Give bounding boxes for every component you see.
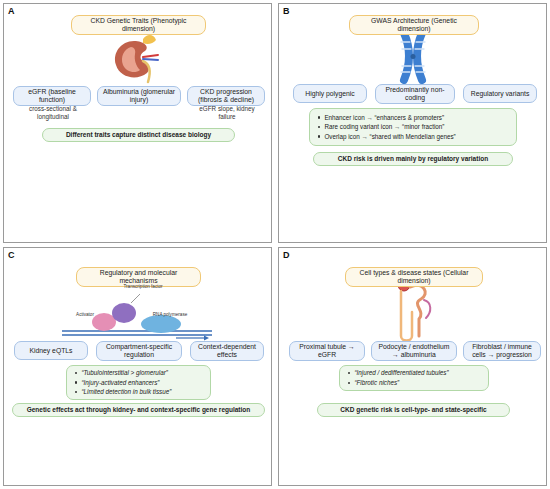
note-label: Transcription factor [118,284,168,290]
box-text: Proximal tubule → eGFR [294,343,360,359]
box-text: Context-dependent effects [195,343,259,359]
bullet-text: “Fibrotic niches” [354,379,399,387]
chromosome-illustration [401,33,425,80]
box-text: Compartment-specific regulation [101,343,177,359]
panel-letter: B [283,6,290,16]
bullet-box: Enhancer icon → “enhancers & promoters”R… [309,108,517,146]
trait-box: CKD progression (fibrosis & decline) [187,86,265,106]
transcription-illustration [62,294,212,341]
nephron-illustration [398,279,430,341]
box-text: Highly polygenic [305,90,355,98]
box-text: CKD genetic risk is cell-type- and state… [340,406,486,413]
box-text: eGFR (baseline function) [18,88,86,104]
box-text: GWAS Architecture (Genetic dimension) [354,17,474,33]
trait-box: Context-dependent effects [190,341,264,361]
bullet-dot [75,381,77,383]
summary-box: Different traits capture distinct diseas… [42,128,235,142]
panel-frame: D Cell types & disease states (Cellular d… [278,247,547,486]
box-text: Regulatory variants [471,90,530,98]
box-text: Different traits capture distinct diseas… [66,131,211,138]
bullet-text: “Limited detection in bulk tissue” [81,388,171,396]
bullet-dot [318,135,320,137]
bullet-box: “Injured / dedifferentiated tubules” “Fib… [339,365,489,391]
box-text: CKD Genetic Traits (Phenotypic dimension… [76,17,201,33]
box-text: Podocyte / endothelium → albuminuria [376,343,452,359]
note-label: Activator [70,312,100,318]
trait-box: Highly polygenic [293,84,367,103]
title-box: Cell types & disease states (Cellular di… [345,267,483,287]
bullet-row: Rare coding variant icon → “minor fracti… [318,123,508,131]
trait-box: Podocyte / endothelium → albuminuria [371,341,457,361]
box-text: CKD risk is driven mainly by regulatory … [338,155,488,162]
title-box: CKD Genetic Traits (Phenotypic dimension… [71,15,206,35]
panel-frame: B GWAS Architecture (Genetic dimension) Hi… [278,3,547,243]
box-text: Albuminuria (glomerular injury) [102,88,176,104]
bullet-row: “Injured / dedifferentiated tubules” [348,369,480,377]
summary-box: CKD genetic risk is cell-type- and state… [317,403,510,417]
panel-letter: D [283,250,290,260]
trait-box: eGFR (baseline function) [13,86,91,106]
trait-box: Proximal tubule → eGFR [289,341,365,361]
bullet-text: “Tubulointerstitial > glomerular” [81,369,168,377]
note-label: RNA polymerase [148,312,192,318]
bullet-text: Enhancer icon → “enhancers & promoters” [324,114,444,122]
summary-box: Genetic effects act through kidney- and … [12,403,265,417]
bullet-row: “Limited detection in bulk tissue” [75,388,202,396]
bullet-text: Overlap icon → “shared with Mendelian ge… [324,133,455,141]
trait-box: Albuminuria (glomerular injury) [97,86,181,106]
box-text: Kidney eQTLs [29,347,72,355]
note-label: eGFR slope, kidney failure [194,105,260,120]
bullet-dot [348,372,350,374]
trait-box: Kidney eQTLs [14,341,88,360]
summary-box: CKD risk is driven mainly by regulatory … [313,152,513,166]
bullet-dot [348,382,350,384]
bullet-row: Enhancer icon → “enhancers & promoters” [318,114,508,122]
box-text: Genetic effects act through kidney- and … [27,406,251,413]
trait-box: Predominantly non-coding [375,84,455,104]
bullet-dot [75,391,77,393]
box-text: Cell types & disease states (Cellular di… [350,269,478,285]
note-label: cross-sectional & longitudinal [20,105,86,120]
panel-frame: A CKD Genetic Traits (Phenotypic dimensio… [3,3,272,243]
kidney-illustration [115,35,158,82]
panel-letter: C [8,250,15,260]
bullet-row: “Tubulointerstitial > glomerular” [75,369,202,377]
box-text: CKD progression (fibrosis & decline) [192,88,260,104]
bullet-row: “Injury-activated enhancers” [75,379,202,387]
bullet-text: “Injury-activated enhancers” [81,379,159,387]
bullet-row: “Fibrotic niches” [348,379,480,387]
bullet-text: Rare coding variant icon → “minor fracti… [324,123,444,131]
bullet-text: “Injured / dedifferentiated tubules” [354,369,448,377]
bullet-box: “Tubulointerstitial > glomerular” “Injury… [66,365,211,400]
bullet-dot [318,126,320,128]
box-text: Predominantly non-coding [380,86,450,102]
title-box: GWAS Architecture (Genetic dimension) [349,15,479,35]
box-text: Regulatory and molecular mechanisms [81,269,196,285]
trait-box: Compartment-specific regulation [96,341,182,361]
box-text: Fibroblast / immune cells → progression [468,343,536,359]
trait-box: Regulatory variants [463,84,537,103]
bullet-row: Overlap icon → “shared with Mendelian ge… [318,133,508,141]
bullet-dot [75,372,77,374]
bullet-dot [318,116,320,118]
panel-frame: C Regulatory and molecular mechanismsKidn… [3,247,272,486]
panel-letter: A [8,6,15,16]
title-box: Regulatory and molecular mechanisms [76,267,201,287]
trait-box: Fibroblast / immune cells → progression [463,341,541,361]
